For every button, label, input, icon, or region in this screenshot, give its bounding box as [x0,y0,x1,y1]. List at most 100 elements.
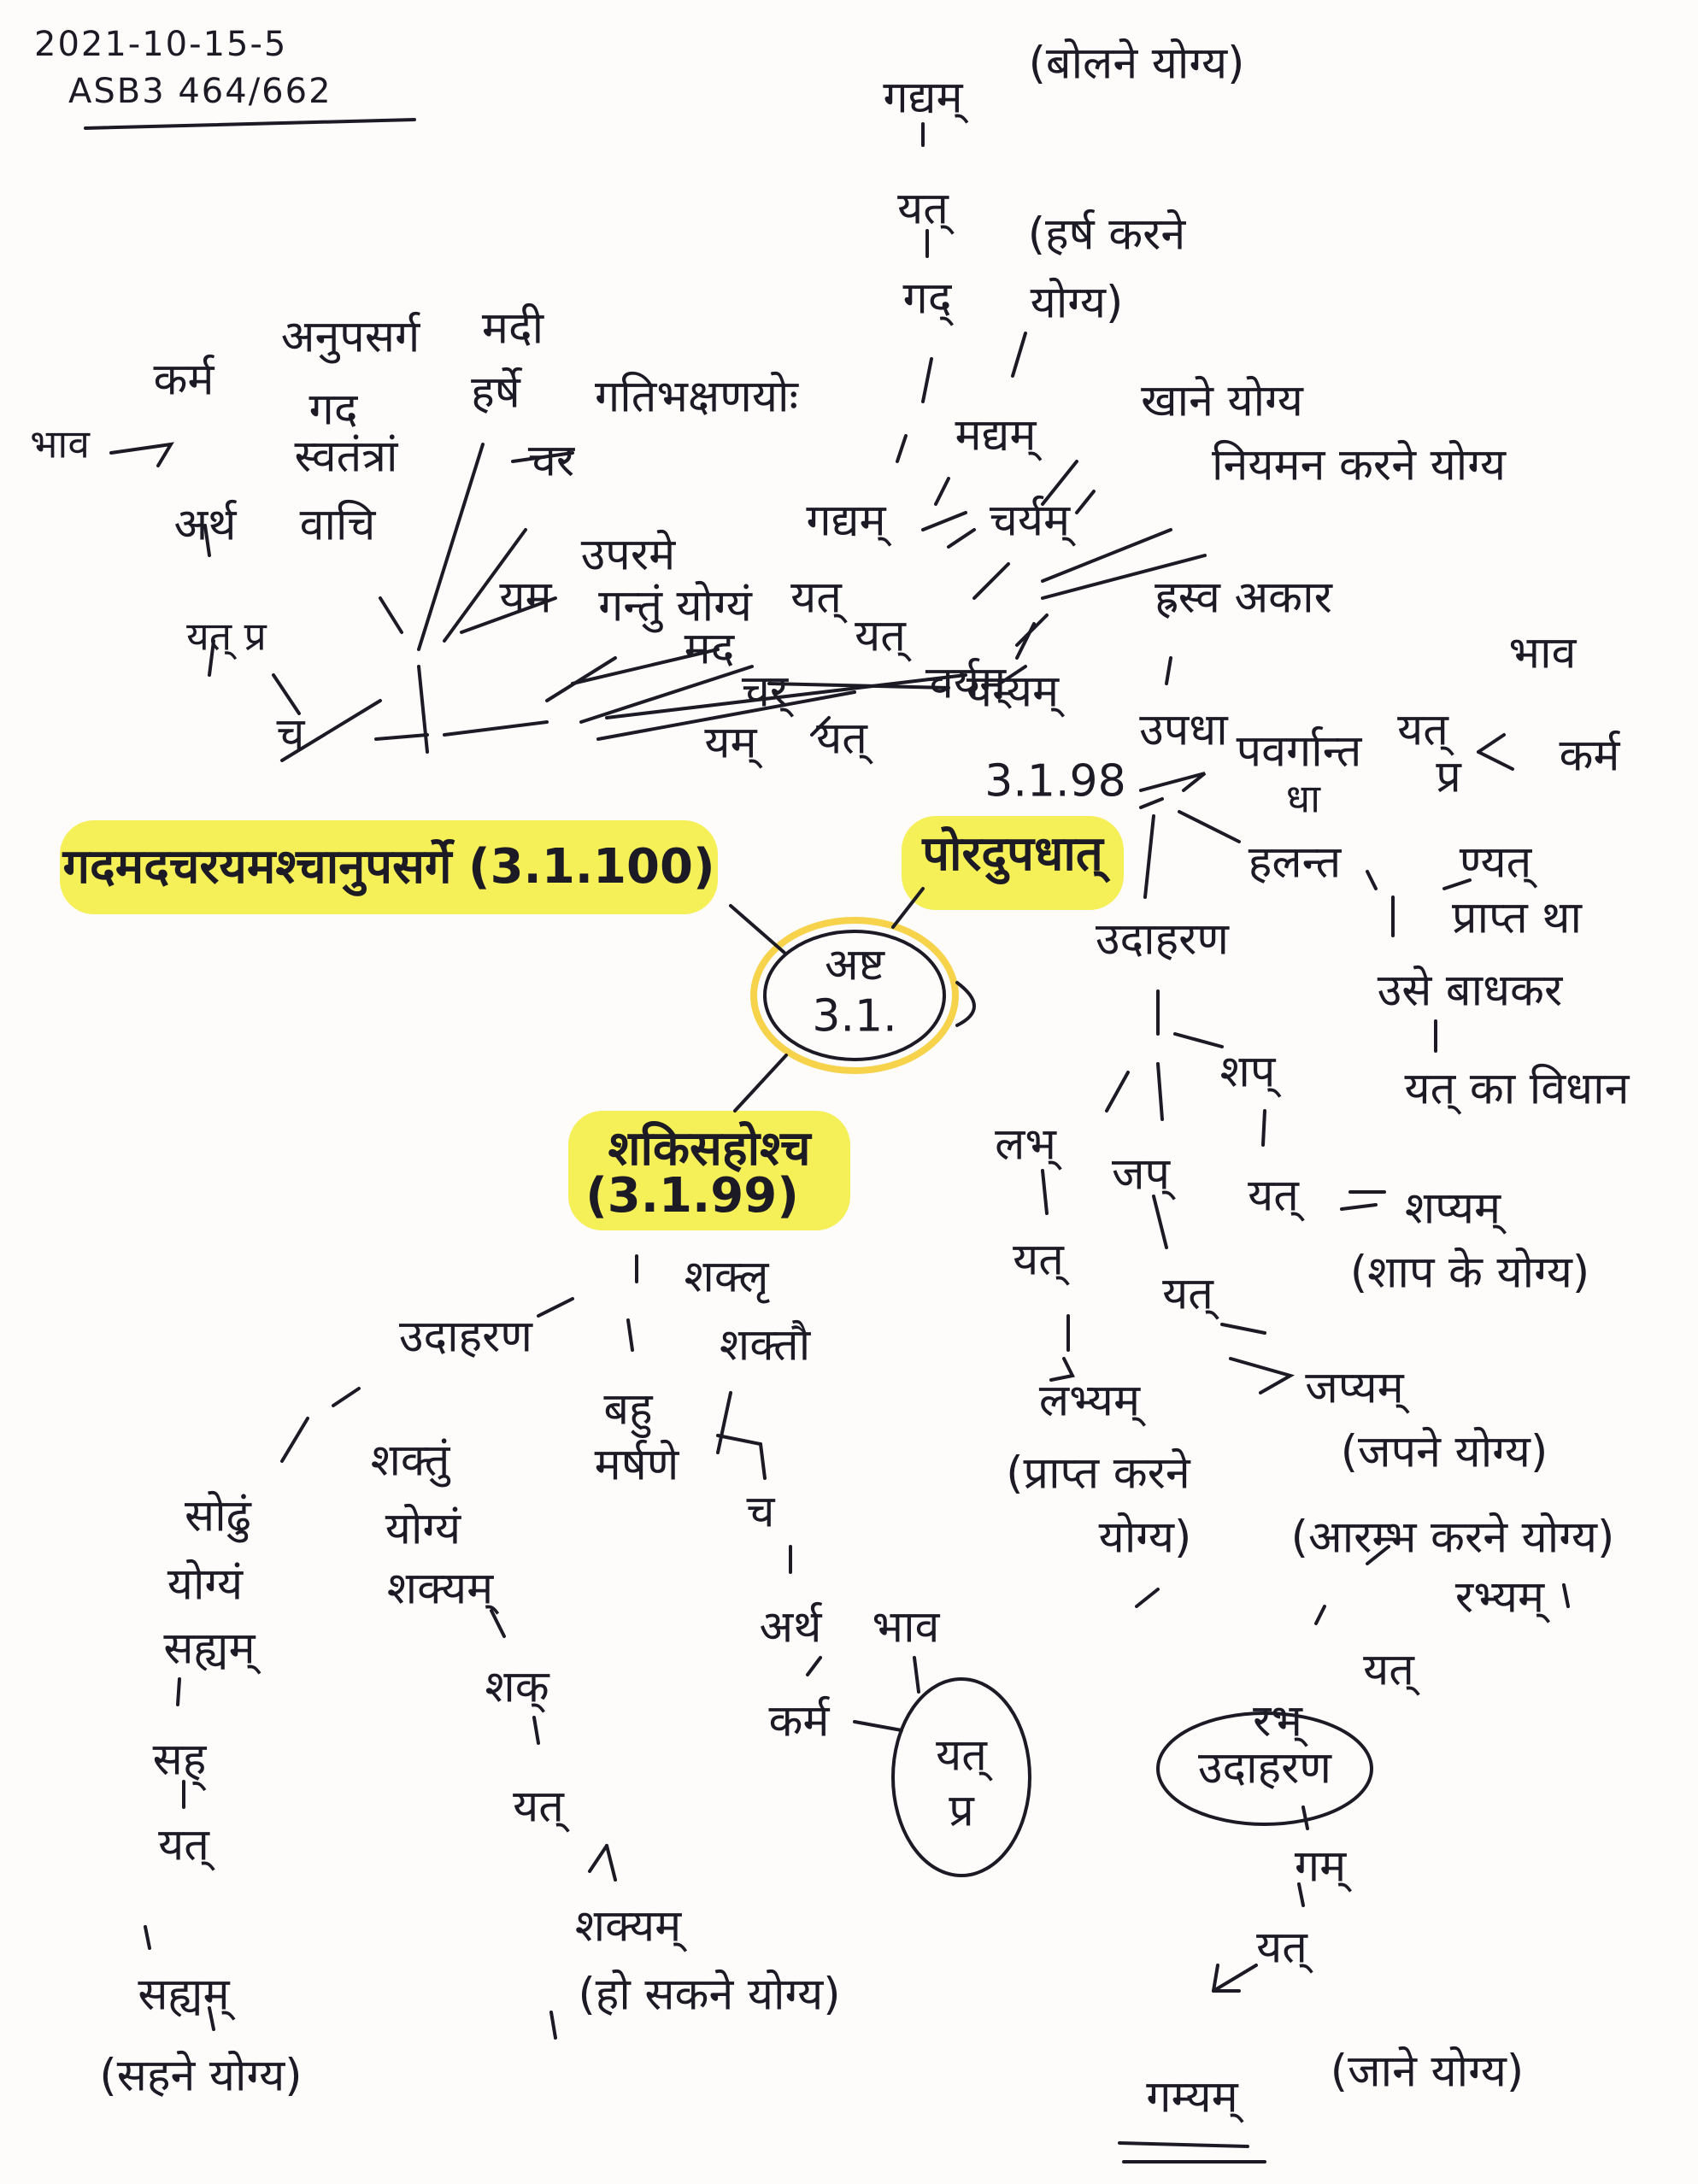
top-niyaman: नियमन करने योग्य [1212,439,1506,491]
right-yat-labh: यत् [1013,1234,1064,1286]
left-gada: गद [308,384,358,436]
header-underline [84,118,416,130]
center-circle [763,930,946,1061]
curl-1 [955,981,976,1027]
top-gadyam: गद्यम् [883,72,963,124]
bottom-yat-shak: यत् [513,1781,564,1833]
left-uparame: उपरमे [580,529,676,581]
sutra-99-number: (3.1.99) [585,1168,799,1224]
line-center-100 [729,904,786,954]
left-harshe: हर्षे [471,367,520,419]
bottom-yogyam: योग्यं [385,1503,461,1555]
top-bolne: (बोलने योग्य) [1028,38,1245,90]
right-yat: यत् [1397,704,1448,756]
bottom-shaktum: शक्तुं [370,1435,450,1487]
left-yam: यम् [704,717,757,769]
left-yat-pra: यत् प्र [186,613,267,660]
top-charyam: चर्यम् [989,495,1071,547]
right-shapyam: शप्यम् [1404,1183,1501,1235]
left-yat-3: यत् [816,713,867,765]
bottom-shaktau: शक्तौ [719,1319,811,1371]
bottom-yat-sah: यत् [158,1819,209,1871]
right-nyat: ण्यत् [1459,837,1532,889]
top-yamyam: यम्यम् [966,666,1060,718]
bottom-artha: अर्थ [759,1601,822,1653]
bottom-yogyam-2: योग्यं [167,1559,244,1611]
right-bhava: भाव [1508,627,1577,679]
right-jap: जप् [1111,1148,1171,1201]
top-khane: खाने योग्य [1141,375,1303,427]
highlight-sutra-100 [60,820,718,914]
center-number: 3.1. [812,990,897,1042]
bottom-shakal: शक्लृ [684,1251,769,1303]
right-rabhyam: रभ्यम् [1454,1571,1545,1623]
right-halanta: हलन्त [1248,837,1342,889]
yat-pra-circle [891,1677,1031,1877]
highlight-sutra-98 [902,816,1124,910]
sutra-3-1-100: गदमदचरयमश्चानुपसर्गे (3.1.100) [62,839,715,895]
bottom-cha: च [746,1486,775,1538]
right-japne: (जपने योग्य) [1340,1426,1548,1478]
top-yat: यत् [897,183,949,235]
right-labh: लभ् [995,1118,1056,1171]
left-karma: कर्म [153,354,214,406]
right-japyam: जप्यम् [1305,1362,1404,1414]
line-center-98 [891,887,925,929]
bottom-udaharan: उदाहरण [398,1311,533,1363]
right-rabh: रभ् [1253,1695,1302,1747]
left-char: चर् [741,666,789,718]
left-anupasarga: अनुपसर्ग [280,311,420,363]
left-yama: यम [499,572,552,624]
bottom-marshane: मर्षणे [594,1439,679,1491]
left-vachi: वाचि [299,499,376,551]
top-gad: गद् [902,273,952,325]
right-yat-jap: यत् [1162,1268,1213,1320]
bottom-shak: शक् [485,1661,549,1713]
bottom-karma: कर्म [768,1695,830,1747]
center-label: अष्ट [824,939,885,991]
right-prapt: प्राप्त था [1452,892,1582,944]
right-praptkarne: (प्राप्त करने [1006,1447,1190,1500]
right-pavargant: पवर्गान्त [1236,725,1362,778]
right-hrasva: ह्रस्व अकार [1155,572,1332,624]
bottom-sahyam: सह्यम् [163,1623,256,1675]
right-gam: गम् [1294,1841,1347,1893]
sutra-3-1-99: शकिसहोश्च [608,1121,811,1177]
right-yat-vidhan: यत् का विधान [1404,1063,1630,1115]
bottom-shakyam-2: शक्यम् [574,1900,682,1952]
left-chara: चर [527,435,575,487]
left-gantum: गन्तुं योग्यं [598,580,752,632]
right-labhyam: लभ्यम् [1038,1375,1141,1427]
right-gamyam: गम्यम् [1146,2071,1238,2123]
right-udaharan-2: उदाहरण [1197,1742,1332,1794]
left-svatantram: स्वतंत्रां [294,431,398,483]
bottom-bhava: भाव [872,1601,940,1653]
right-udaharan: उदाहरण [1095,913,1230,966]
bottom-bahu: बहु [603,1383,653,1435]
highlight-sutra-99 [568,1111,850,1230]
bottom-pra: प्र [949,1785,974,1837]
bottom-sahne: (सहने योग्य) [99,2050,303,2102]
right-yat-rabh: यत् [1363,1644,1414,1696]
left-charyam: चर्यम् [925,657,1007,709]
right-yogya: योग्य) [1098,1512,1192,1564]
left-mad: मद [684,623,735,675]
bottom-sahyam-2: सह्यम् [138,1969,230,2021]
right-pra: प्र [1436,751,1461,803]
left-gadyam: गद्यम् [806,495,886,547]
right-yat-gam: यत् [1256,1922,1307,1974]
top-yogya: योग्य) [1030,277,1124,329]
sutra-3-1-98: पोरदुपधात् [922,826,1103,883]
left-gati: गतिभक्षणयोः [595,371,798,423]
bottom-hosakne: (हो सकने योग्य) [578,1969,841,2021]
left-bhava: भाव [30,420,90,467]
bottom-sah: सह् [152,1734,207,1786]
line-center-99 [733,1054,788,1113]
center-circle-glow [750,917,959,1074]
left-madi: मदी [481,302,544,355]
left-yat-2: यत् [855,610,906,662]
right-arambh: (आरम्भ करने योग्य) [1290,1512,1615,1564]
top-harsh: (हर्ष करने [1027,208,1186,261]
right-shapke: (शाप के योग्य) [1349,1247,1590,1299]
